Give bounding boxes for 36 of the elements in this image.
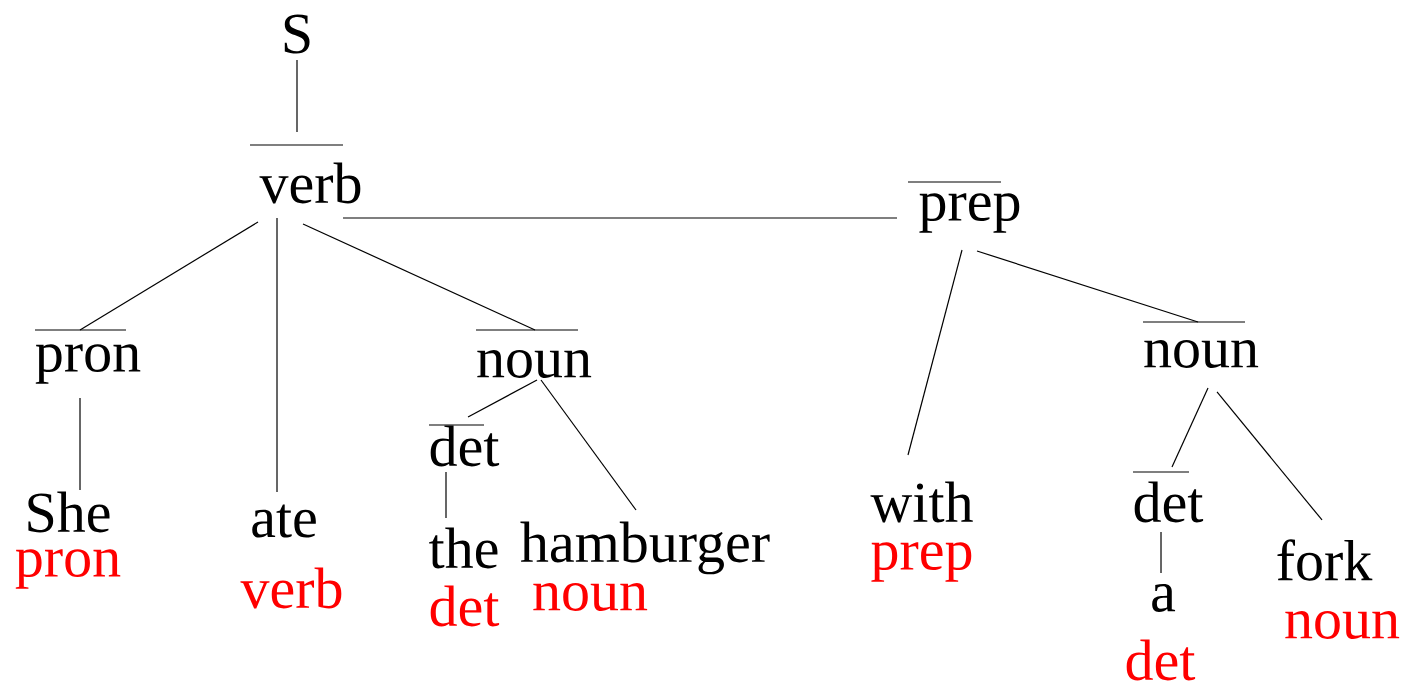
tree-branch — [467, 379, 538, 418]
tag-label: verb — [240, 567, 342, 609]
tree-branch — [1216, 391, 1323, 521]
tree-branch — [1171, 387, 1209, 468]
tree-branch — [79, 397, 81, 491]
category-label: verb — [249, 144, 361, 204]
word-label: ate — [252, 504, 316, 538]
tree-branch — [540, 379, 637, 511]
word-label: the — [429, 527, 498, 569]
tag-label: prep — [871, 542, 972, 582]
word-label: hamburger — [520, 521, 770, 575]
category-label: pron — [34, 329, 141, 384]
tree-branch — [296, 59, 298, 133]
category-label: prep — [907, 181, 1020, 233]
category-label: noun — [475, 329, 592, 378]
category-label: noun — [1142, 321, 1259, 368]
tree-branch — [976, 250, 1199, 323]
tree-branch — [342, 217, 898, 219]
category-label: det — [1132, 471, 1204, 523]
word-label: a — [1152, 584, 1176, 612]
word-label: with — [870, 481, 973, 523]
tree-branch — [445, 471, 447, 519]
root-label: S — [284, 14, 310, 54]
tree-branch — [1160, 531, 1162, 574]
category-label: det — [428, 424, 500, 467]
tag-label: noun — [533, 583, 648, 611]
tree-branch — [907, 249, 963, 456]
word-label: She — [28, 491, 110, 533]
word-label: fork — [1277, 539, 1373, 581]
tag-label: pron — [15, 549, 121, 589]
tag-label: det — [430, 585, 500, 627]
tree-branch — [276, 217, 278, 493]
tree-branch — [302, 223, 536, 331]
tree-branch — [79, 221, 259, 331]
tag-label: noun — [1285, 611, 1400, 639]
tag-label: det — [1126, 639, 1196, 681]
